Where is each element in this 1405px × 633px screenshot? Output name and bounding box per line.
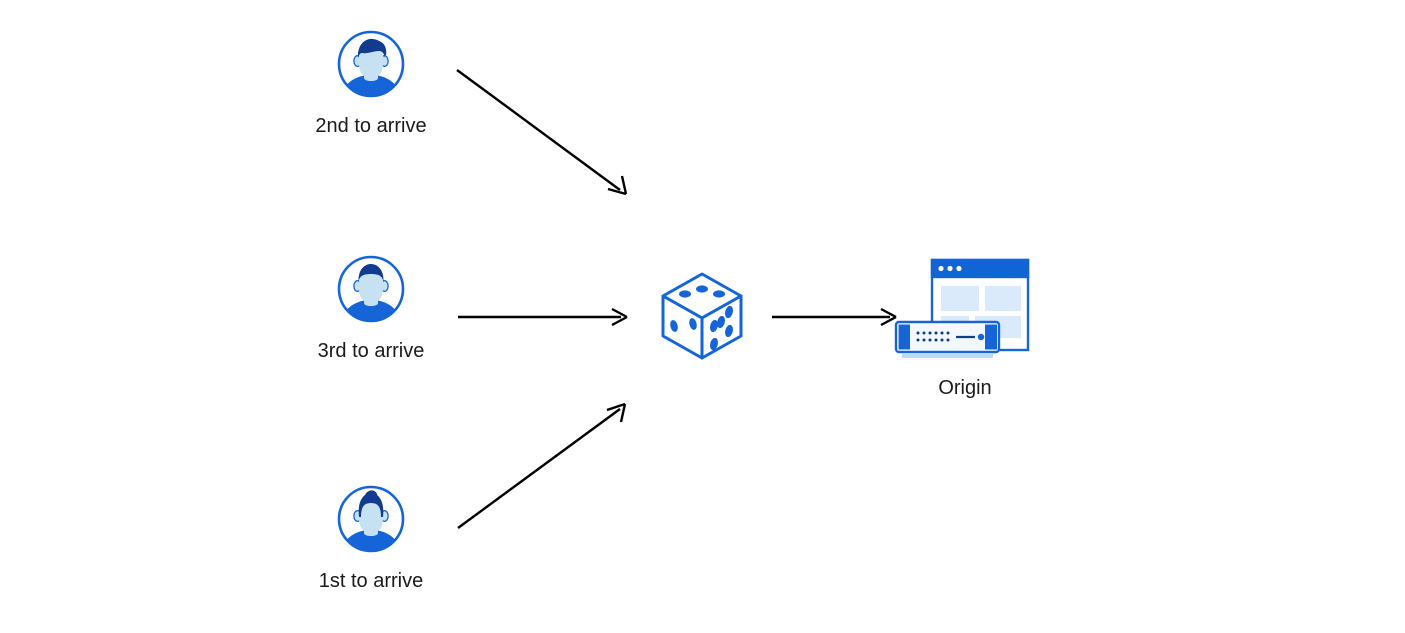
- client-label-2nd: 2nd to arrive: [315, 115, 427, 137]
- client-node-3rd: 3rd to arrive: [311, 253, 431, 363]
- random-dice-node: [657, 268, 747, 364]
- user-avatar-icon: [335, 483, 407, 555]
- origin-server-icon: [890, 256, 1040, 366]
- arrow-dice-to-origin: [772, 307, 897, 327]
- client-node-2nd: 2nd to arrive: [311, 28, 431, 138]
- dice-icon: [657, 268, 747, 364]
- arrow-3rd-to-dice: [458, 307, 628, 327]
- client-label-1st: 1st to arrive: [318, 570, 424, 592]
- user-avatar-icon: [335, 253, 407, 325]
- origin-node: Origin: [890, 256, 1040, 400]
- client-node-1st: 1st to arrive: [311, 483, 431, 593]
- origin-label: Origin: [938, 377, 992, 399]
- arrow-2nd-to-dice: [456, 69, 628, 196]
- client-label-3rd: 3rd to arrive: [317, 340, 425, 362]
- user-avatar-icon: [335, 28, 407, 100]
- router-icon: [894, 320, 1001, 358]
- arrow-1st-to-dice: [457, 402, 627, 529]
